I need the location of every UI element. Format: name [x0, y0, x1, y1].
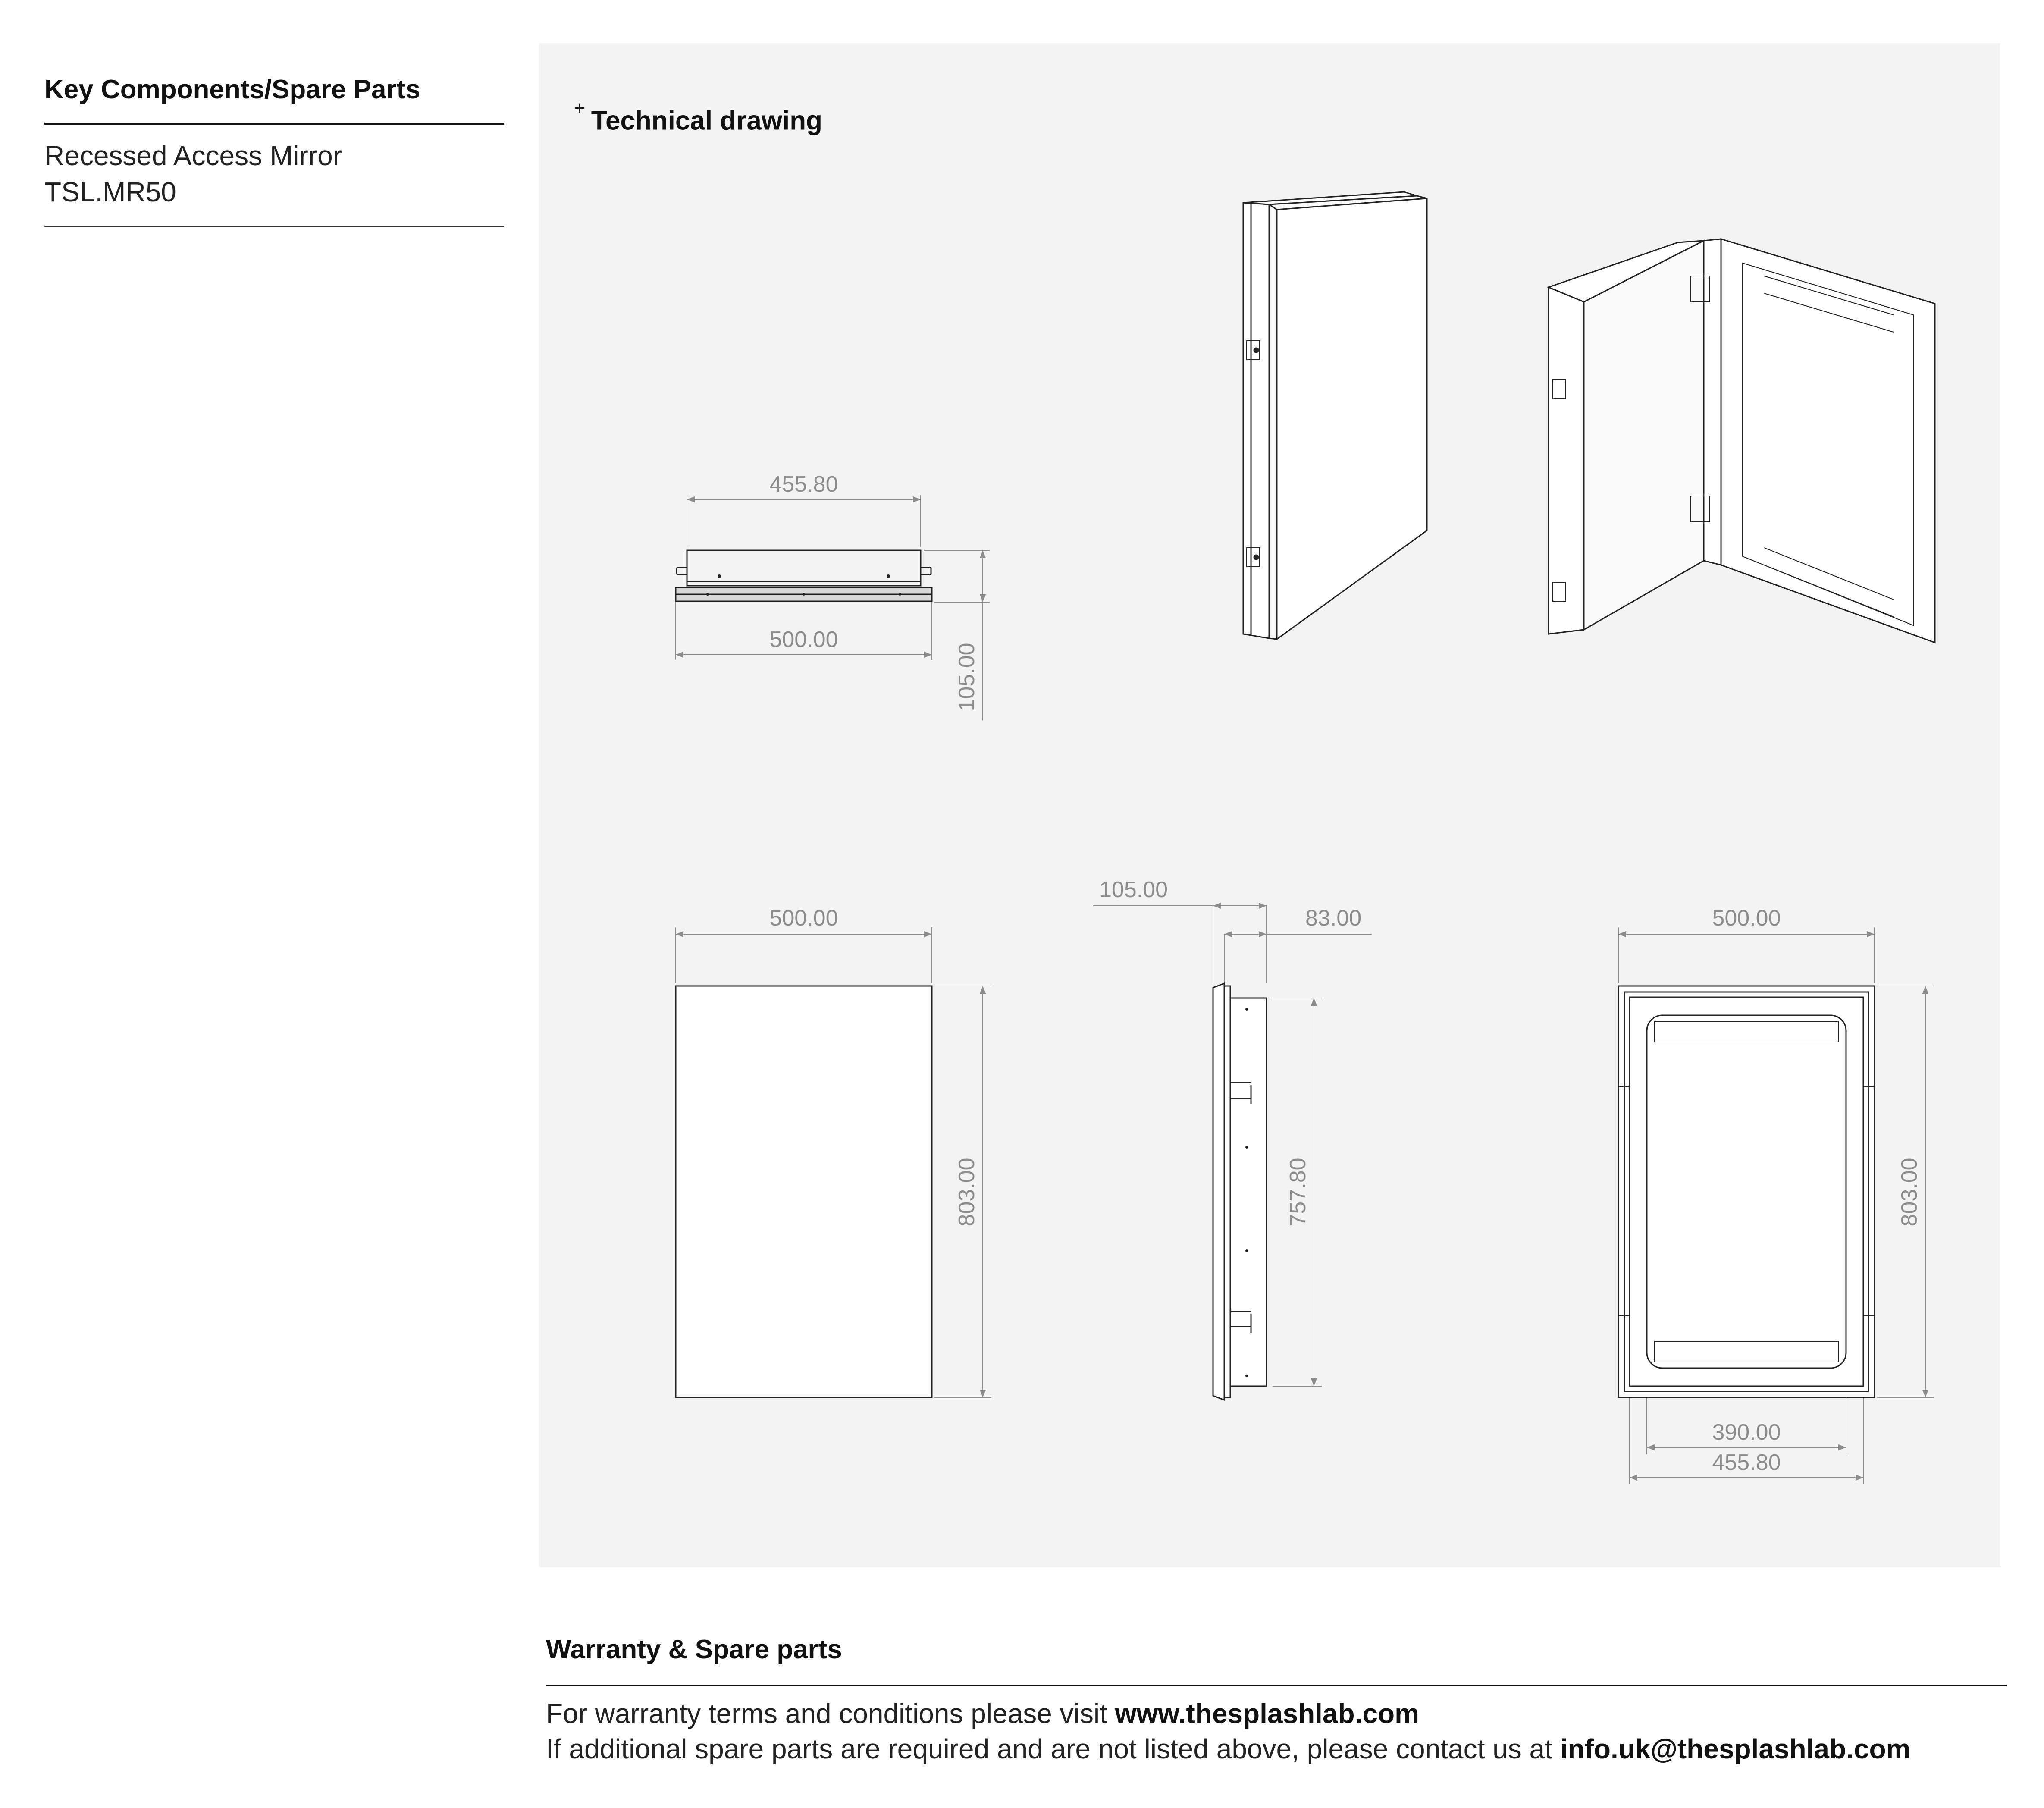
dim-side-depth: 105.00 [1099, 877, 1168, 902]
isometric-closed-view [1242, 191, 1428, 640]
technical-drawing-panel: 455.80 500.00 105.00 [539, 43, 2000, 1567]
warranty-title: Warranty & Spare parts [546, 1635, 842, 1664]
sidebar-title-divider [44, 123, 504, 125]
product-info: Recessed Access Mirror TSL.MR50 [44, 125, 504, 226]
dim-front-width: 500.00 [769, 906, 838, 931]
product-code: TSL.MR50 [44, 176, 176, 207]
website-link[interactable]: www.thesplashlab.com [1115, 1698, 1419, 1729]
warranty-line-1-text: For warranty terms and conditions please… [546, 1698, 1115, 1729]
side-view: 105.00 83.00 757.80 [1093, 877, 1372, 1401]
warranty-line-2: If additional spare parts are required a… [546, 1731, 2007, 1767]
sidebar-title: Key Components/Spare Parts [44, 75, 420, 104]
plan-view: 455.80 500.00 105.00 [675, 472, 990, 720]
warranty-section: Warranty & Spare parts For warranty term… [546, 1630, 2007, 1767]
technical-drawing: 455.80 500.00 105.00 [675, 191, 1936, 1484]
dim-rear-width: 500.00 [1712, 906, 1781, 931]
dim-plan-depth: 105.00 [954, 643, 979, 711]
panel-title: + Technical drawing [574, 97, 822, 136]
sidebar-bottom-divider [44, 226, 504, 227]
dim-side-height: 757.80 [1285, 1158, 1310, 1226]
isometric-open-view [1546, 238, 1936, 644]
dim-rear-body-width: 455.80 [1712, 1450, 1781, 1475]
rear-view: 500.00 803.00 390.00 455.80 [1618, 906, 1934, 1484]
product-name: Recessed Access Mirror [44, 140, 342, 171]
email-link[interactable]: info.uk@thesplashlab.com [1560, 1733, 1911, 1764]
dim-plan-outer-width: 500.00 [769, 627, 838, 652]
front-view: 500.00 803.00 [675, 906, 991, 1398]
warranty-line-1: For warranty terms and conditions please… [546, 1696, 2007, 1731]
sidebar: Key Components/Spare Parts Recessed Acce… [44, 71, 504, 227]
dim-plan-inner-width: 455.80 [769, 472, 838, 497]
plus-mark: + [574, 97, 585, 119]
panel-title-text: Technical drawing [591, 106, 822, 136]
dim-front-height: 803.00 [954, 1158, 979, 1226]
warranty-line-2-text: If additional spare parts are required a… [546, 1733, 1560, 1764]
dim-side-recess: 83.00 [1305, 906, 1361, 931]
warranty-divider [546, 1685, 2007, 1686]
dim-rear-height: 803.00 [1897, 1158, 1922, 1226]
dim-rear-inner-width: 390.00 [1712, 1420, 1781, 1445]
